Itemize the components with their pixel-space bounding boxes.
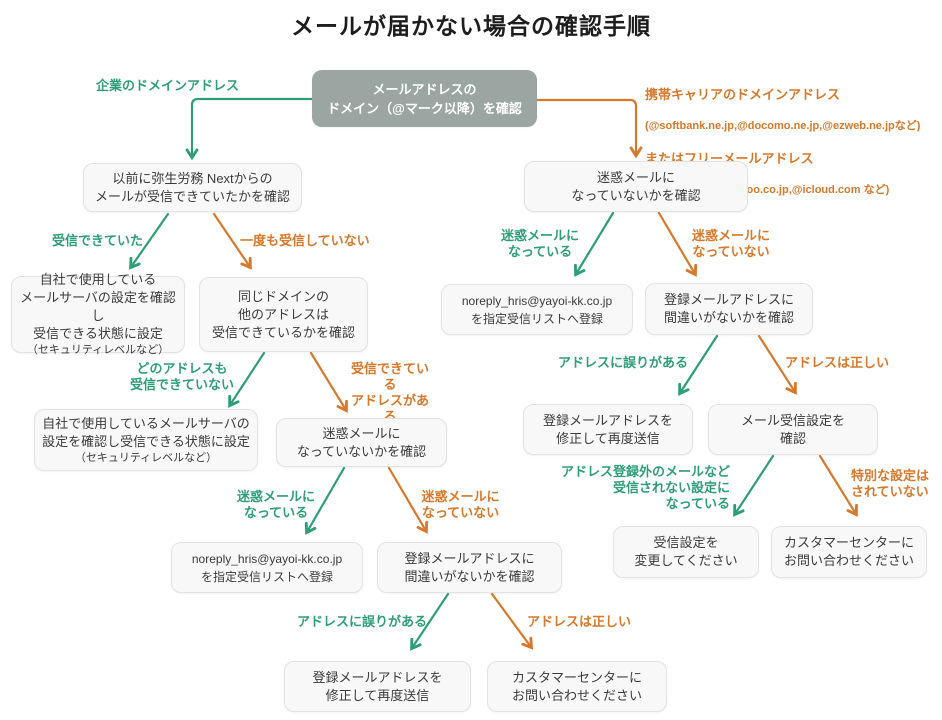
label-spam-no-left: 迷惑メールに なっていない (421, 489, 500, 520)
node-register-safe-list-right-text: noreply_hris@yayoi-kk.co.jp を指定受信リストへ登録 (461, 293, 613, 326)
node-verify-address-right: 登録メールアドレスに 間違いがないかを確認 (645, 283, 813, 335)
node-check-prior-receipt: 以前に弥生労務 Nextからの メールが受信できていたかを確認 (83, 163, 302, 212)
node-register-safe-list-left: noreply_hris@yayoi-kk.co.jp を指定受信リストへ登録 (171, 542, 363, 593)
edge-spam-left-to-register-list (304, 466, 346, 535)
edge-root-to-check-prior (185, 97, 314, 161)
node-server-settings-1-text: 自社で使用している メールサーバの設定を確認し 受信できる状態に設定 (20, 272, 176, 341)
edge-spam-right-to-verify-address (657, 211, 698, 277)
node-fix-resend-right: 登録メールアドレスを 修正して再度送信 (523, 404, 693, 455)
node-contact-support-right: カスタマーセンターに お問い合わせください (771, 526, 927, 578)
label-corp-domain: 企業のドメインアドレス (96, 78, 240, 93)
edge-root-to-spam-check-right (535, 98, 643, 159)
node-spam-check-left: 迷惑メールに なっていないかを確認 (276, 418, 447, 467)
label-address-wrong-right: アドレスに誤りがある (558, 355, 689, 370)
node-spam-check-right: 迷惑メールに なっていないかを確認 (524, 161, 748, 212)
edge-same-domain-to-server-settings-2 (228, 351, 266, 408)
node-server-settings-2-text: 自社で使用しているメールサーバの 設定を確認し受信できる状態に設定 (42, 415, 250, 449)
node-fix-resend-left-text: 登録メールアドレスを 修正して再度送信 (312, 669, 443, 703)
label-carrier-line2: (@softbank.ne.jp,@docomo.ne.jp,@ezweb.ne… (645, 120, 921, 132)
label-address-receives: 受信できている アドレスがある (350, 361, 429, 424)
edge-prior-to-server-settings-1 (129, 212, 170, 270)
edge-verify-right-to-check-settings (757, 334, 797, 395)
edge-prior-to-same-domain (212, 212, 252, 270)
edge-settings-to-change-settings (733, 454, 775, 517)
node-server-settings-1-note: （セキュリティレベルなど） (26, 344, 170, 356)
node-check-mail-settings-text: メール受信設定を 確認 (740, 412, 845, 446)
label-blocked-settings: アドレス登録外のメールなど 受信されない設定に なっている (560, 464, 730, 511)
label-received-before: 受信できていた (52, 233, 144, 248)
node-server-settings-1: 自社で使用している メールサーバの設定を確認し 受信できる状態に設定 （セキュリ… (11, 272, 185, 356)
node-contact-support-left: カスタマーセンターに お問い合わせください (487, 661, 667, 712)
node-verify-address-left: 登録メールアドレスに 間違いがないかを確認 (377, 542, 562, 593)
node-verify-address-right-text: 登録メールアドレスに 間違いがないかを確認 (663, 292, 794, 325)
edge-settings-to-contact-support (818, 454, 858, 517)
edge-spam-right-to-register-list (573, 211, 615, 277)
edge-verify-right-to-fix-resend (678, 334, 719, 396)
edge-verify-left-to-contact-support (490, 592, 534, 650)
node-server-settings-2: 自社で使用しているメールサーバの 設定を確認し受信できる状態に設定 （セキュリテ… (34, 409, 258, 471)
label-spam-no-right: 迷惑メールに なっていない (691, 228, 770, 259)
label-no-address-receives: どのアドレスも 受信できていない (129, 361, 234, 392)
node-contact-support-right-text: カスタマーセンターに お問い合わせください (783, 535, 914, 568)
label-address-correct-right: アドレスは正しい (785, 355, 890, 370)
label-no-special-settings: 特別な設定は されていない (851, 468, 930, 499)
node-change-settings: 受信設定を 変更してください (613, 526, 759, 578)
label-spam-yes-left: 迷惑メールに なっている (236, 489, 315, 520)
node-register-safe-list-left-text: noreply_hris@yayoi-kk.co.jp を指定受信リストへ登録 (191, 551, 343, 584)
node-check-mail-settings: メール受信設定を 確認 (708, 404, 878, 455)
edge-spam-left-to-verify-address (387, 466, 429, 534)
label-never-received: 一度も受信していない (240, 233, 370, 248)
edge-same-domain-to-spam-check-left (309, 351, 348, 413)
node-same-domain-check-text: 同じドメインの 他のアドレスは 受信できているかを確認 (211, 288, 355, 340)
node-spam-check-right-text: 迷惑メールに なっていないかを確認 (571, 169, 701, 203)
label-address-correct-left: アドレスは正しい (527, 614, 632, 629)
node-spam-check-left-text: 迷惑メールに なっていないかを確認 (296, 425, 427, 459)
node-server-settings-2-note: （セキュリティレベルなど） (74, 451, 218, 464)
node-fix-resend-right-text: 登録メールアドレスを 修正して再度送信 (542, 412, 673, 446)
node-fix-resend-left: 登録メールアドレスを 修正して再度送信 (284, 661, 471, 712)
node-check-prior-receipt-text: 以前に弥生労務 Nextからの メールが受信できていたかを確認 (94, 170, 290, 204)
edge-verify-left-to-fix-resend (410, 592, 450, 651)
node-same-domain-check: 同じドメインの 他のアドレスは 受信できているかを確認 (199, 277, 368, 352)
page-title: メールが届かない場合の確認手順 (291, 13, 651, 39)
node-root-text: メールアドレスの ドメイン（@マーク以降）を確認 (327, 81, 522, 116)
label-carrier-line1: 携帯キャリアのドメインアドレス (645, 87, 841, 102)
node-verify-address-left-text: 登録メールアドレスに 間違いがないかを確認 (404, 550, 535, 584)
label-address-wrong-left: アドレスに誤りがある (297, 614, 428, 629)
label-spam-yes-right: 迷惑メールに なっている (500, 228, 579, 259)
node-root: メールアドレスの ドメイン（@マーク以降）を確認 (312, 70, 537, 127)
node-change-settings-text: 受信設定を 変更してください (634, 535, 738, 568)
node-register-safe-list-right: noreply_hris@yayoi-kk.co.jp を指定受信リストへ登録 (441, 284, 633, 335)
node-contact-support-left-text: カスタマーセンターに お問い合わせください (511, 669, 642, 703)
